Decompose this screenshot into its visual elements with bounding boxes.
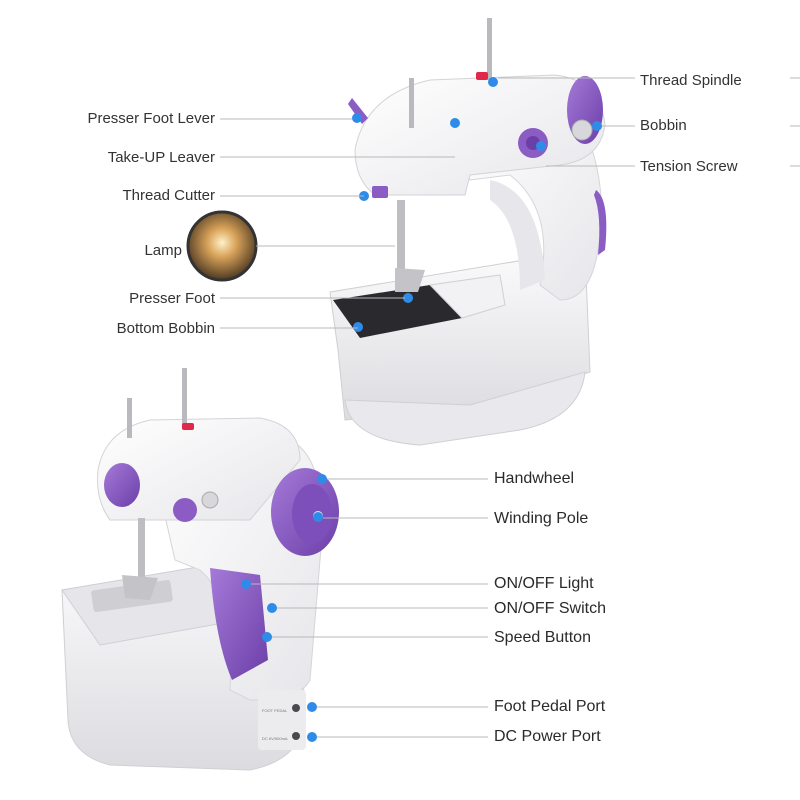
label-on-off-switch: ON/OFF Switch bbox=[494, 600, 607, 617]
bottom-dot-dc-port bbox=[307, 732, 317, 742]
bottom-bobbin-winder bbox=[201, 491, 219, 509]
top-sewing-machine bbox=[186, 18, 607, 446]
top-leader-lines bbox=[220, 77, 800, 329]
top-bottom-bobbin-dot bbox=[353, 322, 363, 332]
bottom-control-panel bbox=[210, 568, 268, 680]
label-presser-foot-lever: Presser Foot Lever bbox=[87, 110, 215, 127]
bottom-tension-knob bbox=[173, 498, 197, 522]
top-presser-foot bbox=[395, 268, 425, 292]
label-speed-button: Speed Button bbox=[494, 629, 591, 646]
bottom-red-button bbox=[182, 423, 194, 430]
bottom-thread-spindle-rear bbox=[182, 368, 187, 428]
bottom-leader-lines bbox=[251, 478, 488, 738]
port-dc-print: DC 6V/500mA bbox=[262, 736, 288, 741]
label-bottom-bobbin: Bottom Bobbin bbox=[116, 320, 215, 337]
bottom-left-knob bbox=[104, 463, 140, 507]
lamp-inset-photo bbox=[186, 210, 258, 282]
bottom-port-panel bbox=[258, 690, 306, 750]
label-thread-cutter: Thread Cutter bbox=[122, 187, 215, 204]
top-head bbox=[354, 74, 606, 196]
label-dc-power-port: DC Power Port bbox=[494, 728, 601, 745]
top-dot-lever bbox=[352, 113, 362, 123]
top-bobbin-winder bbox=[571, 119, 593, 141]
bottom-dot-switch bbox=[267, 603, 277, 613]
bottom-sewing-machine: FOOT PEDAL DC 6V/500mA bbox=[61, 368, 339, 771]
top-bed-cover bbox=[428, 274, 506, 319]
top-column-shade bbox=[490, 180, 545, 290]
bottom-thread-spindle-front bbox=[127, 398, 132, 438]
label-on-off-light: ON/OFF Light bbox=[494, 575, 594, 592]
label-handwheel: Handwheel bbox=[494, 470, 575, 487]
top-base-foot bbox=[344, 371, 586, 446]
label-lamp: Lamp bbox=[144, 242, 182, 259]
top-dot-takeup bbox=[450, 118, 460, 128]
top-red-button bbox=[476, 72, 488, 80]
top-needle-bar bbox=[397, 200, 405, 270]
port-foot-print: FOOT PEDAL bbox=[262, 708, 288, 713]
label-presser-foot: Presser Foot bbox=[129, 290, 215, 307]
label-take-up-leaver: Take-UP Leaver bbox=[107, 149, 215, 166]
bottom-head bbox=[97, 417, 301, 521]
top-thread-spindle-front bbox=[409, 78, 414, 128]
bottom-dot-winding bbox=[313, 512, 323, 522]
top-right-purple-strip bbox=[594, 190, 607, 255]
top-presser-lever bbox=[348, 98, 368, 124]
top-dot-thread-spindle bbox=[488, 77, 498, 87]
label-thread-spindle: Thread Spindle bbox=[640, 72, 742, 89]
top-dot-presser-foot bbox=[403, 293, 413, 303]
bottom-presser-foot bbox=[122, 575, 158, 600]
bottom-dot-handwheel bbox=[317, 474, 327, 484]
label-winding-pole: Winding Pole bbox=[494, 510, 589, 527]
bottom-dot-speed bbox=[262, 632, 272, 642]
top-thread-spindle-rear bbox=[487, 18, 492, 80]
bottom-dc-port-hole bbox=[292, 732, 300, 740]
top-dot-bobbin bbox=[592, 121, 602, 131]
top-dot-tension bbox=[536, 141, 546, 151]
bottom-needle-bar bbox=[138, 518, 145, 578]
bottom-foot-port-hole bbox=[292, 704, 300, 712]
bottom-dot-foot-port bbox=[307, 702, 317, 712]
label-tension-screw: Tension Screw bbox=[640, 158, 738, 175]
label-foot-pedal-port: Foot Pedal Port bbox=[494, 698, 606, 715]
top-thread-cutter bbox=[372, 186, 388, 198]
label-bobbin: Bobbin bbox=[640, 117, 687, 134]
bottom-dot-light bbox=[241, 579, 251, 589]
